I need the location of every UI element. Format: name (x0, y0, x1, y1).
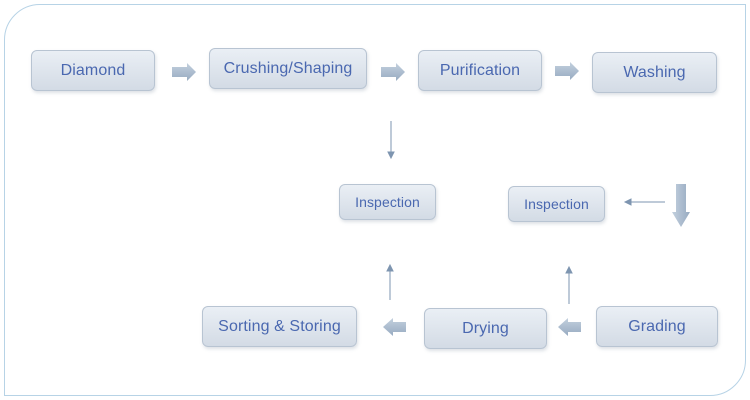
node-crushing-shaping: Crushing/Shaping (209, 48, 367, 89)
node-diamond: Diamond (31, 50, 155, 91)
node-washing: Washing (592, 52, 717, 93)
node-inspection-right: Inspection (508, 186, 605, 222)
node-drying-label: Drying (462, 319, 509, 337)
node-sorting-storing: Sorting & Storing (202, 306, 357, 347)
node-sorting-storing-label: Sorting & Storing (218, 317, 341, 335)
block-arrow-grading-to-drying (558, 318, 581, 336)
node-inspection-left-label: Inspection (355, 194, 420, 210)
block-arrow-purification-to-washing (555, 62, 579, 80)
node-inspection-left: Inspection (339, 184, 436, 220)
node-drying: Drying (424, 308, 547, 349)
block-arrow-washing-down (672, 184, 690, 227)
node-crushing-shaping-label: Crushing/Shaping (223, 59, 353, 77)
node-grading-label: Grading (628, 317, 686, 335)
node-washing-label: Washing (623, 63, 686, 81)
block-arrow-crushing-to-purification (381, 63, 405, 81)
node-diamond-label: Diamond (60, 61, 126, 79)
node-inspection-right-label: Inspection (524, 196, 589, 212)
block-arrow-drying-to-sorting (383, 318, 406, 336)
node-purification-label: Purification (439, 61, 521, 79)
node-purification: Purification (418, 50, 542, 91)
node-grading: Grading (596, 306, 718, 347)
block-arrow-diamond-to-crushing (172, 63, 196, 81)
